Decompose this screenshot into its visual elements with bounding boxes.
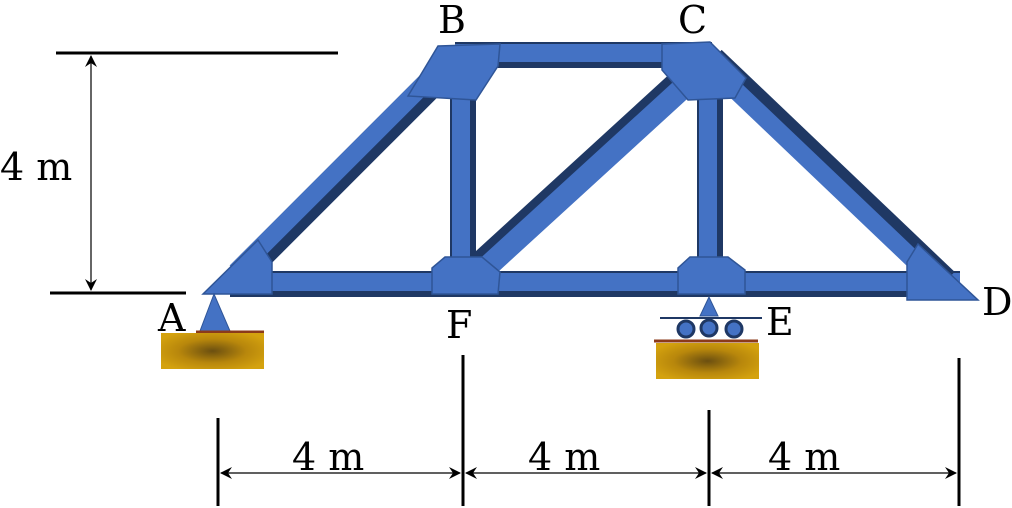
pin-triangle	[199, 292, 231, 332]
roller-wheel	[676, 319, 696, 339]
member-fc	[461, 50, 716, 287]
ground-block-a	[161, 333, 264, 369]
joint-f	[431, 256, 501, 295]
height-dimension: 4 m	[0, 51, 338, 295]
joint-b	[406, 43, 501, 101]
joint-a	[201, 238, 273, 295]
roller-triangle	[699, 295, 719, 317]
span-label-ed: 4 m	[768, 435, 840, 479]
member-bottom-chord	[230, 271, 960, 297]
roller-support-e	[654, 295, 762, 379]
member-bf	[450, 70, 476, 280]
truss-members	[229, 42, 960, 297]
label-b: B	[438, 0, 466, 42]
span-dimensions: 4 m 4 m 4 m	[216, 355, 961, 506]
height-label: 4 m	[0, 145, 72, 189]
label-a: A	[157, 296, 186, 340]
label-c: C	[678, 0, 707, 42]
label-f: F	[446, 303, 472, 347]
truss-joints	[201, 41, 980, 301]
joint-e	[677, 256, 746, 295]
roller-wheel	[724, 319, 744, 339]
joint-c	[661, 41, 747, 101]
label-d: D	[982, 280, 1012, 324]
span-label-af: 4 m	[292, 435, 364, 479]
roller-wheel	[699, 318, 719, 338]
pin-support-a	[161, 292, 264, 369]
joint-d	[906, 242, 980, 301]
ground-block-e	[656, 343, 759, 379]
label-e: E	[766, 300, 794, 344]
node-labels: A B C D E F	[157, 0, 1012, 347]
member-cd	[701, 49, 955, 293]
member-ce	[697, 70, 723, 280]
span-label-fe: 4 m	[528, 435, 600, 479]
